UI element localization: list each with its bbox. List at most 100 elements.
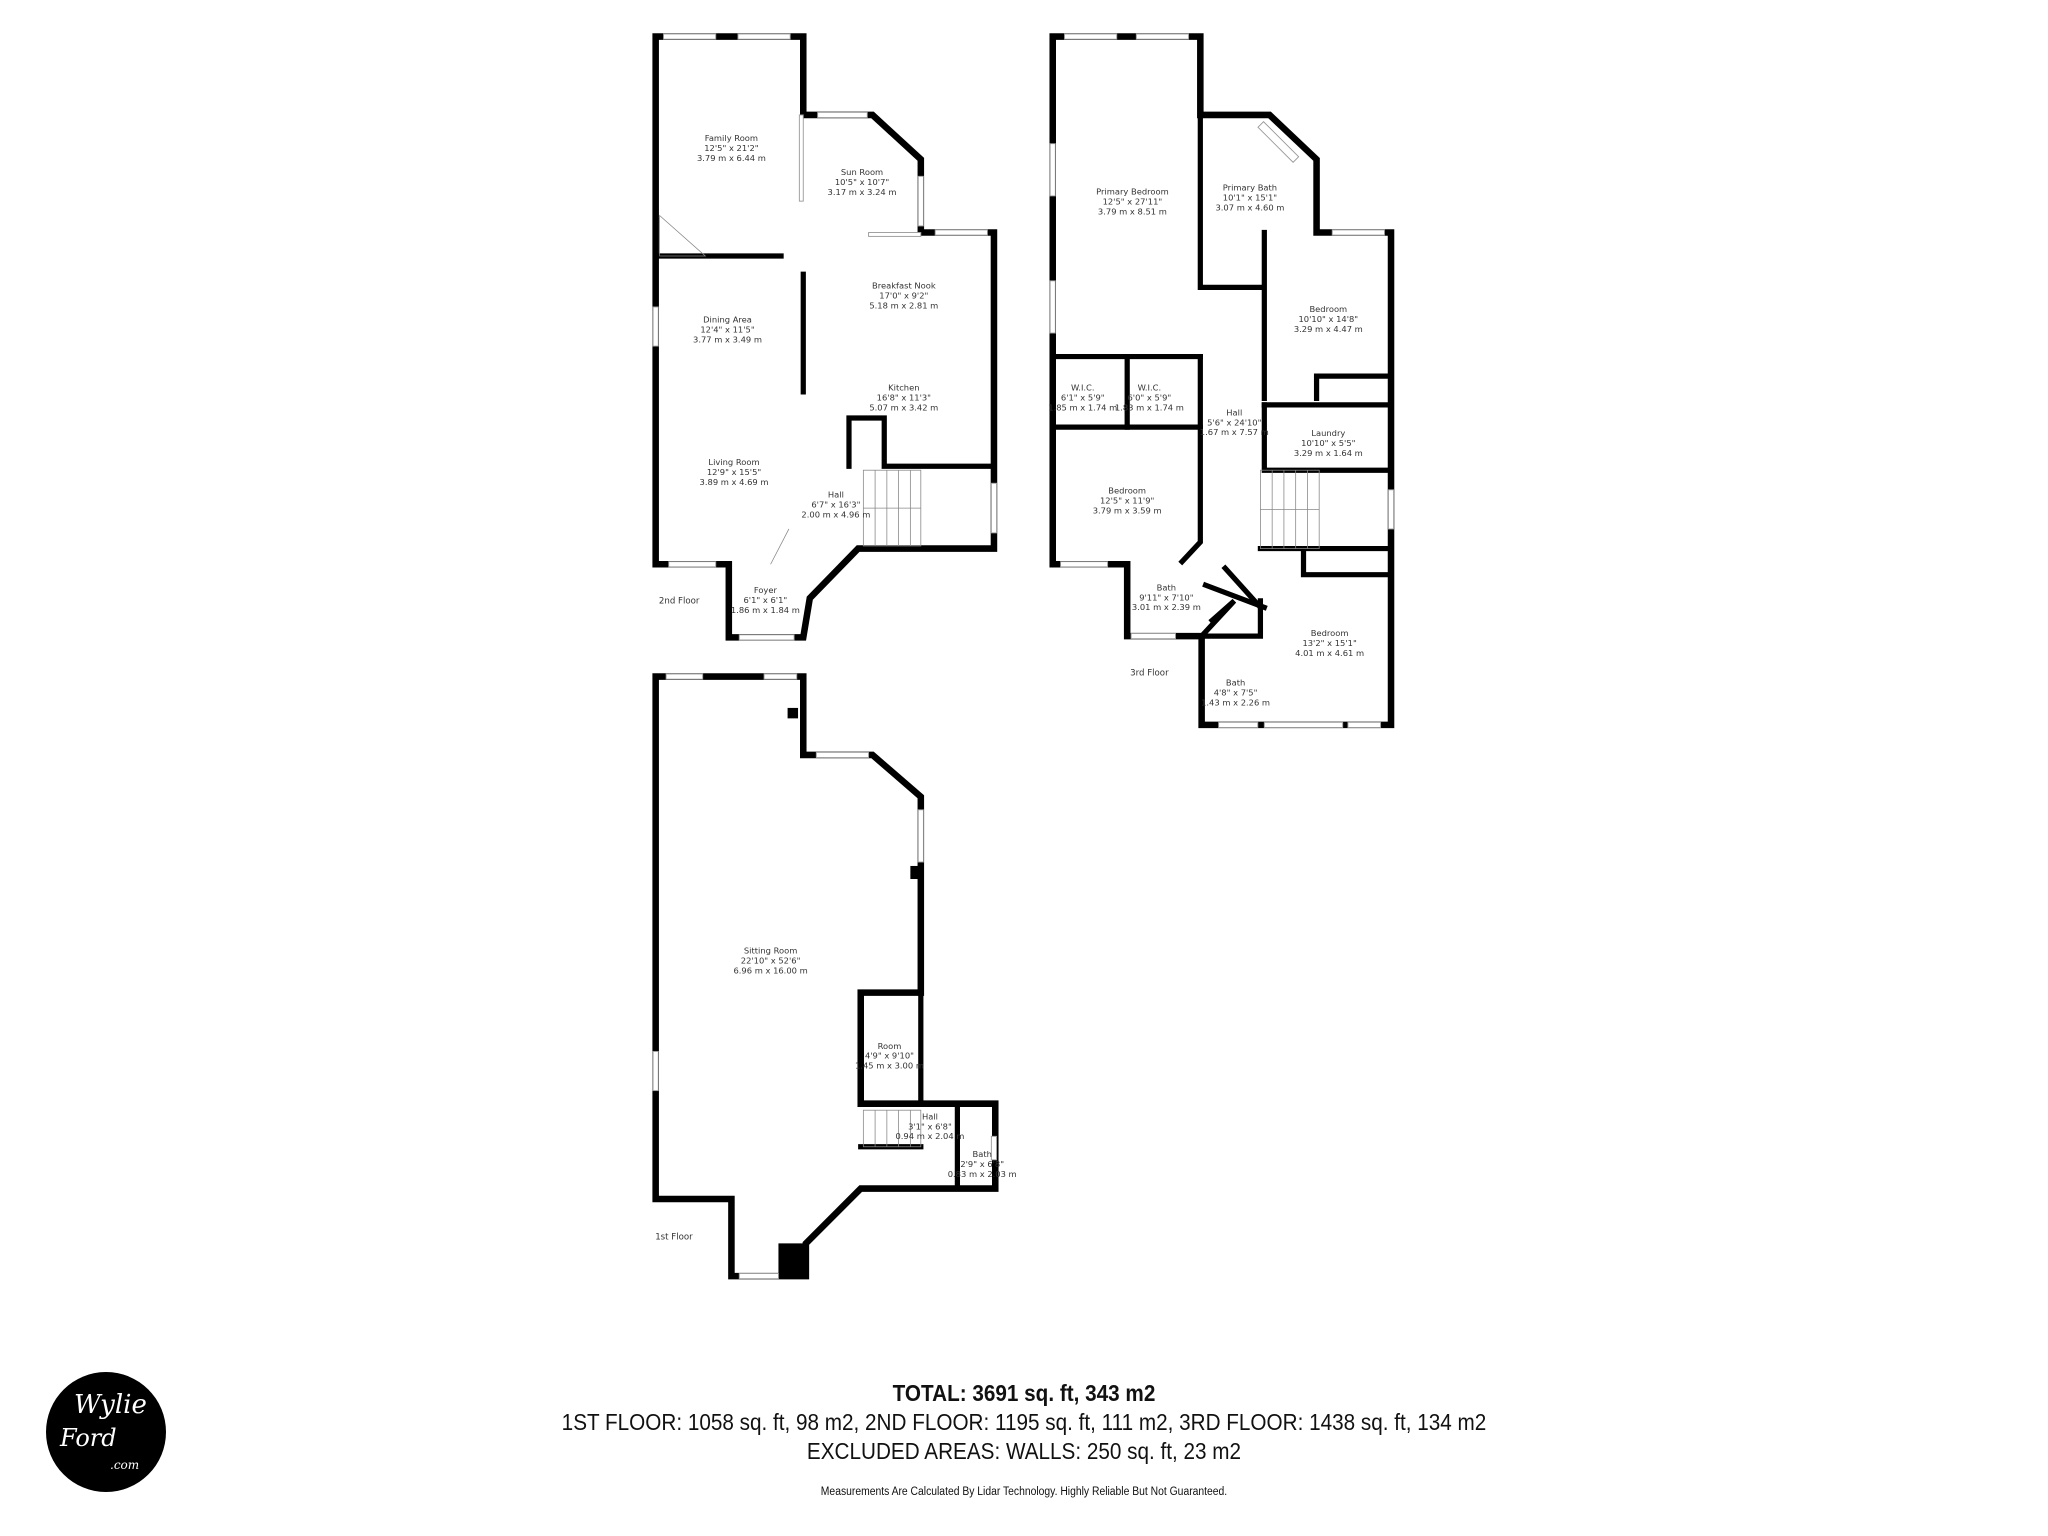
room-dimensions-imperial: 16'8" x 11'3": [877, 392, 932, 402]
column: [787, 707, 799, 719]
room-dimensions-metric: 0.94 m x 2.04 m: [895, 1131, 964, 1141]
room-dimensions-metric: 6.96 m x 16.00 m: [733, 965, 807, 975]
room-dimensions-metric: 1.43 m x 2.26 m: [1201, 698, 1270, 708]
windows: [652, 33, 998, 641]
room-name: Primary Bedroom: [1096, 187, 1169, 197]
room-dimensions-imperial: 22'10" x 52'6": [741, 955, 801, 965]
room-dimensions-metric: 3.07 m x 4.60 m: [1215, 203, 1284, 213]
room-dimensions-metric: 3.79 m x 6.44 m: [697, 153, 766, 163]
room-dimensions-metric: 3.01 m x 2.39 m: [1132, 602, 1201, 612]
first-floor-outer-wall: [652, 673, 999, 1280]
room-dimensions-metric: 3.79 m x 8.51 m: [1098, 206, 1167, 216]
room-dimensions-imperial: 10'10" x 5'5": [1301, 438, 1356, 448]
room-dimensions-metric: 3.77 m x 3.49 m: [693, 334, 762, 344]
wall: [1313, 373, 1394, 401]
room-name: Bedroom: [1309, 304, 1347, 314]
room-dimensions-metric: 5.18 m x 2.81 m: [869, 301, 938, 311]
room-name: Sitting Room: [744, 945, 797, 955]
room-dimensions-metric: 1.67 m x 7.57 m: [1200, 427, 1269, 437]
room-dimensions-metric: 2.00 m x 4.96 m: [801, 509, 870, 519]
excluded-areas: EXCLUDED AREAS: WALLS: 250 sq. ft, 23 m2: [806, 1438, 1242, 1464]
wall: [846, 415, 997, 469]
room-dimensions-imperial: 6'7" x 16'3": [811, 500, 860, 510]
room-name: Bath: [1226, 678, 1245, 688]
disclaimer: Measurements Are Calculated By Lidar Tec…: [820, 1486, 1228, 1498]
room-dimensions-imperial: 6'0" x 5'9": [1128, 392, 1172, 402]
room-dimensions-imperial: 2'9" x 6'8": [960, 1159, 1004, 1169]
room-dimensions-metric: 3.17 m x 3.24 m: [828, 187, 897, 197]
first-floor-plan: [652, 673, 999, 1280]
room-name: Bath: [973, 1149, 992, 1159]
room-name: Breakfast Nook: [872, 281, 936, 291]
room-name: Foyer: [754, 585, 778, 595]
room-dimensions-metric: 0.83 m x 2.03 m: [948, 1169, 1017, 1179]
wall: [1178, 353, 1203, 566]
room-name: Bath: [1157, 582, 1176, 592]
second-floor-plan: [652, 33, 998, 641]
staircase: [862, 1109, 922, 1148]
floor-label: 2nd Floor: [659, 596, 700, 606]
room-dimensions-metric: 1.83 m x 1.74 m: [1115, 402, 1184, 412]
room-name: Dining Area: [703, 315, 752, 325]
room-dimensions-imperial: 12'4" x 11'5": [700, 325, 755, 335]
room-dimensions-metric: 3.79 m x 3.59 m: [1093, 506, 1162, 516]
floor-areas: 1ST FLOOR: 1058 sq. ft, 98 m2, 2ND FLOOR…: [561, 1409, 1487, 1435]
room-name: Hall: [1226, 407, 1242, 417]
windows: [652, 673, 998, 1280]
room-dimensions-imperial: 5'6" x 24'10": [1207, 417, 1262, 427]
room-dimensions-imperial: 10'5" x 10'7": [835, 177, 890, 187]
column: [778, 1243, 806, 1277]
room-dimensions-imperial: 6'1" x 5'9": [1061, 392, 1105, 402]
room-dimensions-imperial: 12'5" x 21'2": [704, 143, 759, 153]
third-floor-plan: [1049, 33, 1395, 729]
logo-text: Wylie: [74, 1390, 147, 1420]
room-dimensions-imperial: 17'0" x 9'2": [879, 291, 928, 301]
room-dimensions-metric: 1.45 m x 3.00 m: [855, 1061, 924, 1071]
wall: [858, 990, 924, 1107]
room-dimensions-metric: 3.29 m x 4.47 m: [1294, 324, 1363, 334]
room-dimensions-imperial: 9'11" x 7'10": [1139, 592, 1194, 602]
wylie-ford-logo: Wylie Ford .com: [46, 1372, 166, 1492]
staircase: [659, 214, 707, 257]
room-name: Hall: [828, 490, 844, 500]
floor-label: 3rd Floor: [1130, 668, 1169, 678]
wall: [1195, 598, 1264, 639]
floor-label: 1st Floor: [655, 1233, 693, 1243]
room-dimensions-imperial: 12'5" x 27'11": [1103, 197, 1163, 207]
divider: [770, 528, 790, 565]
room-dimensions-metric: 1.85 m x 1.74 m: [1048, 402, 1117, 412]
room-name: Laundry: [1311, 428, 1345, 438]
room-name: W.I.C.: [1071, 383, 1095, 393]
windows: [1049, 33, 1395, 728]
logo-text: .com: [110, 1458, 140, 1472]
room-name: Bedroom: [1108, 486, 1146, 496]
staircase: [1260, 469, 1320, 549]
room-dimensions-imperial: 6'1" x 6'1": [744, 595, 788, 605]
room-dimensions-metric: 3.89 m x 4.69 m: [700, 477, 769, 487]
staircase: [862, 469, 922, 547]
room-name: Primary Bath: [1223, 183, 1277, 193]
room-dimensions-imperial: 12'5" x 11'9": [1100, 496, 1155, 506]
third-floor-outer-wall: [1049, 33, 1395, 729]
room-dimensions-imperial: 4'9" x 9'10": [865, 1051, 914, 1061]
total-area: TOTAL: 3691 sq. ft, 343 m2: [892, 1380, 1156, 1406]
room-dimensions-imperial: 13'2" x 15'1": [1302, 638, 1357, 648]
wall: [1221, 564, 1265, 612]
wall: [1197, 112, 1264, 290]
room-name: Living Room: [708, 457, 759, 467]
room-name: Kitchen: [888, 383, 919, 393]
room-dimensions-imperial: 10'10" x 14'8": [1298, 314, 1358, 324]
room-dimensions-imperial: 4'8" x 7'5": [1214, 688, 1258, 698]
room-name: W.I.C.: [1138, 383, 1162, 393]
room-dimensions-imperial: 12'9" x 15'5": [707, 467, 762, 477]
room-name: Room: [878, 1041, 902, 1051]
logo-text: Ford: [60, 1424, 117, 1452]
room-name: Sun Room: [841, 167, 883, 177]
room-name: Hall: [922, 1111, 938, 1121]
column: [910, 865, 920, 880]
room-dimensions-imperial: 3'1" x 6'8": [908, 1121, 952, 1131]
room-dimensions-imperial: 10'1" x 15'1": [1223, 193, 1278, 203]
room-dimensions-metric: 5.07 m x 3.42 m: [869, 402, 938, 412]
